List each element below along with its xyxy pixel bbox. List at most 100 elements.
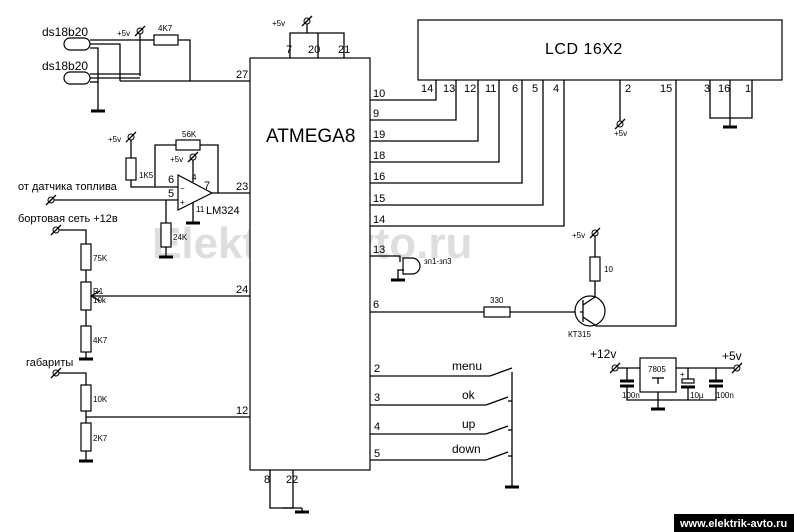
- lights-label: габариты: [26, 357, 73, 369]
- mcu-pin-23: 23: [236, 181, 248, 193]
- lcd-pin-4: 4: [553, 83, 559, 95]
- button-ok-label: ok: [462, 388, 476, 402]
- mcu-pin-20: 20: [308, 44, 320, 56]
- sensor-1-label: ds18b20: [42, 25, 88, 39]
- resistor-75k-label: 75K: [93, 254, 108, 263]
- lcd-pin-11: 11: [485, 83, 496, 95]
- footer-bar: [674, 514, 794, 532]
- regulator-label: 7805: [648, 365, 666, 374]
- transistor-vcc-label: +5v: [572, 231, 585, 240]
- backlight-wire: [596, 80, 677, 327]
- resistor-330-label: 330: [490, 296, 504, 305]
- mcu-pin-2: 2: [374, 363, 380, 375]
- mcu-pin-8: 8: [264, 474, 270, 486]
- mcu-top-supply: +5v 7 20 21: [272, 15, 350, 58]
- input-12v-label: +12v: [590, 347, 616, 361]
- sensor-vcc-label: +5v: [117, 29, 130, 38]
- lcd-pin2-supply: +5v: [614, 80, 627, 138]
- sensor-2-body: [63, 71, 91, 85]
- fuel-label: от датчика топлива: [18, 181, 118, 193]
- mcu-pin-16: 16: [373, 171, 385, 183]
- lcd-pin-14: 14: [421, 83, 433, 95]
- resistor-75k: [80, 243, 92, 271]
- mcu-pin-15: 15: [373, 193, 385, 205]
- capacitor-c2-label: 10µ: [690, 391, 704, 400]
- resistor-4k7: [80, 325, 92, 353]
- capacitor-c2: [681, 378, 695, 384]
- resistor-1k5: [125, 157, 137, 181]
- fuel-sensor-block: от датчика топлива +5v 1K5 56K − + 6 5 7…: [18, 130, 250, 259]
- mcu-bottom-ground: 8 22: [264, 470, 309, 514]
- button-up-label: up: [462, 417, 476, 431]
- opamp-pin-5: 5: [168, 188, 174, 200]
- lcd-pin-6: 6: [512, 83, 518, 95]
- lcd-ground-pins: [709, 80, 753, 129]
- lcd-vcc-label: +5v: [614, 129, 627, 138]
- opamp-pin-11: 11: [196, 205, 205, 214]
- buzzer-label: зп1-зп3: [424, 257, 452, 266]
- lcd-name: LCD 16X2: [545, 41, 623, 58]
- lcd-pin-2: 2: [625, 83, 631, 95]
- buttons-block: 2 3 4 5 menu ok up down: [370, 359, 519, 489]
- opamp-plus: +: [180, 198, 185, 207]
- lcd-pin-16: 16: [718, 83, 730, 95]
- resistor-330: [483, 306, 511, 318]
- mcu-pin-9: 9: [373, 108, 379, 120]
- opamp-pin-4: 4: [192, 173, 197, 182]
- backlight-driver: 6 330 КТ315 10 +5v: [370, 227, 613, 339]
- opamp-ref-vcc-label: +5v: [108, 135, 121, 144]
- mcu-lcd-bus: 10 9 19 18 16 15 14: [370, 80, 565, 227]
- lcd-pin-1: 1: [745, 83, 751, 95]
- mcu-pin-27: 27: [236, 69, 248, 81]
- opamp-lm324: [177, 174, 214, 211]
- resistor-4k7-label: 4K7: [93, 336, 108, 345]
- resistor-10: [589, 256, 601, 282]
- lcd-body: [417, 19, 783, 81]
- sensor-2-label: ds18b20: [42, 59, 88, 73]
- mcu-pin-24: 24: [236, 284, 248, 296]
- resistor-56k: [175, 139, 201, 151]
- lcd-pin-12: 12: [464, 83, 476, 95]
- mcu-pin-22: 22: [286, 474, 298, 486]
- resistor-2k7: [80, 422, 92, 452]
- opamp-pin-7: 7: [204, 180, 210, 192]
- lcd-pin-3: 3: [704, 83, 710, 95]
- mcu-pin-6: 6: [373, 299, 379, 311]
- regulator-7805: [639, 357, 677, 393]
- mcu-pin-12: 12: [236, 405, 248, 417]
- mcu-pin-13: 13: [373, 244, 385, 256]
- resistor-10k: [80, 384, 92, 412]
- mcu-pin-19: 19: [373, 129, 385, 141]
- trimmer-r1: [80, 281, 92, 311]
- transistor-label: КТ315: [568, 330, 591, 339]
- resistor-4k7-top-label: 4K7: [158, 24, 173, 33]
- mcu-pin-4: 4: [374, 421, 380, 433]
- mcu-pin-5: 5: [374, 448, 380, 460]
- buzzer: [402, 257, 421, 275]
- board-label: бортовая сеть +12в: [18, 213, 118, 225]
- resistor-1k5-label: 1K5: [139, 171, 154, 180]
- mcu-pin-18: 18: [373, 150, 385, 162]
- board-voltage-block: бортовая сеть +12в 75K R1 10k 24 4K7: [18, 213, 250, 361]
- footer-url[interactable]: www.elektrik-avto.ru: [679, 518, 787, 530]
- opamp-pin-6: 6: [168, 174, 174, 186]
- resistor-24k-label: 24K: [173, 233, 188, 242]
- opamp-vcc-label: +5v: [170, 155, 183, 164]
- resistor-2k7-label: 2K7: [93, 434, 108, 443]
- opamp-minus: −: [180, 184, 185, 193]
- capacitor-c2-plus: +: [680, 370, 685, 379]
- sensor-block: ds18b20 ds18b20 +5v 4K7 27: [42, 24, 250, 113]
- mcu-name: ATMEGA8: [266, 126, 355, 147]
- mcu-pin-3: 3: [374, 392, 380, 404]
- mcu-body: [249, 57, 371, 471]
- lcd-pin-5: 5: [532, 83, 538, 95]
- mcu-pin-10: 10: [373, 88, 385, 100]
- opamp-name: LM324: [206, 205, 240, 217]
- capacitor-c3-label: 100n: [716, 391, 734, 400]
- mcu-pin-21: 21: [338, 44, 350, 56]
- capacitor-c1-label: 100n: [622, 391, 640, 400]
- mcu-pin-7: 7: [286, 44, 292, 56]
- lcd-pin-15: 15: [660, 83, 672, 95]
- mcu-pin-14: 14: [373, 214, 385, 226]
